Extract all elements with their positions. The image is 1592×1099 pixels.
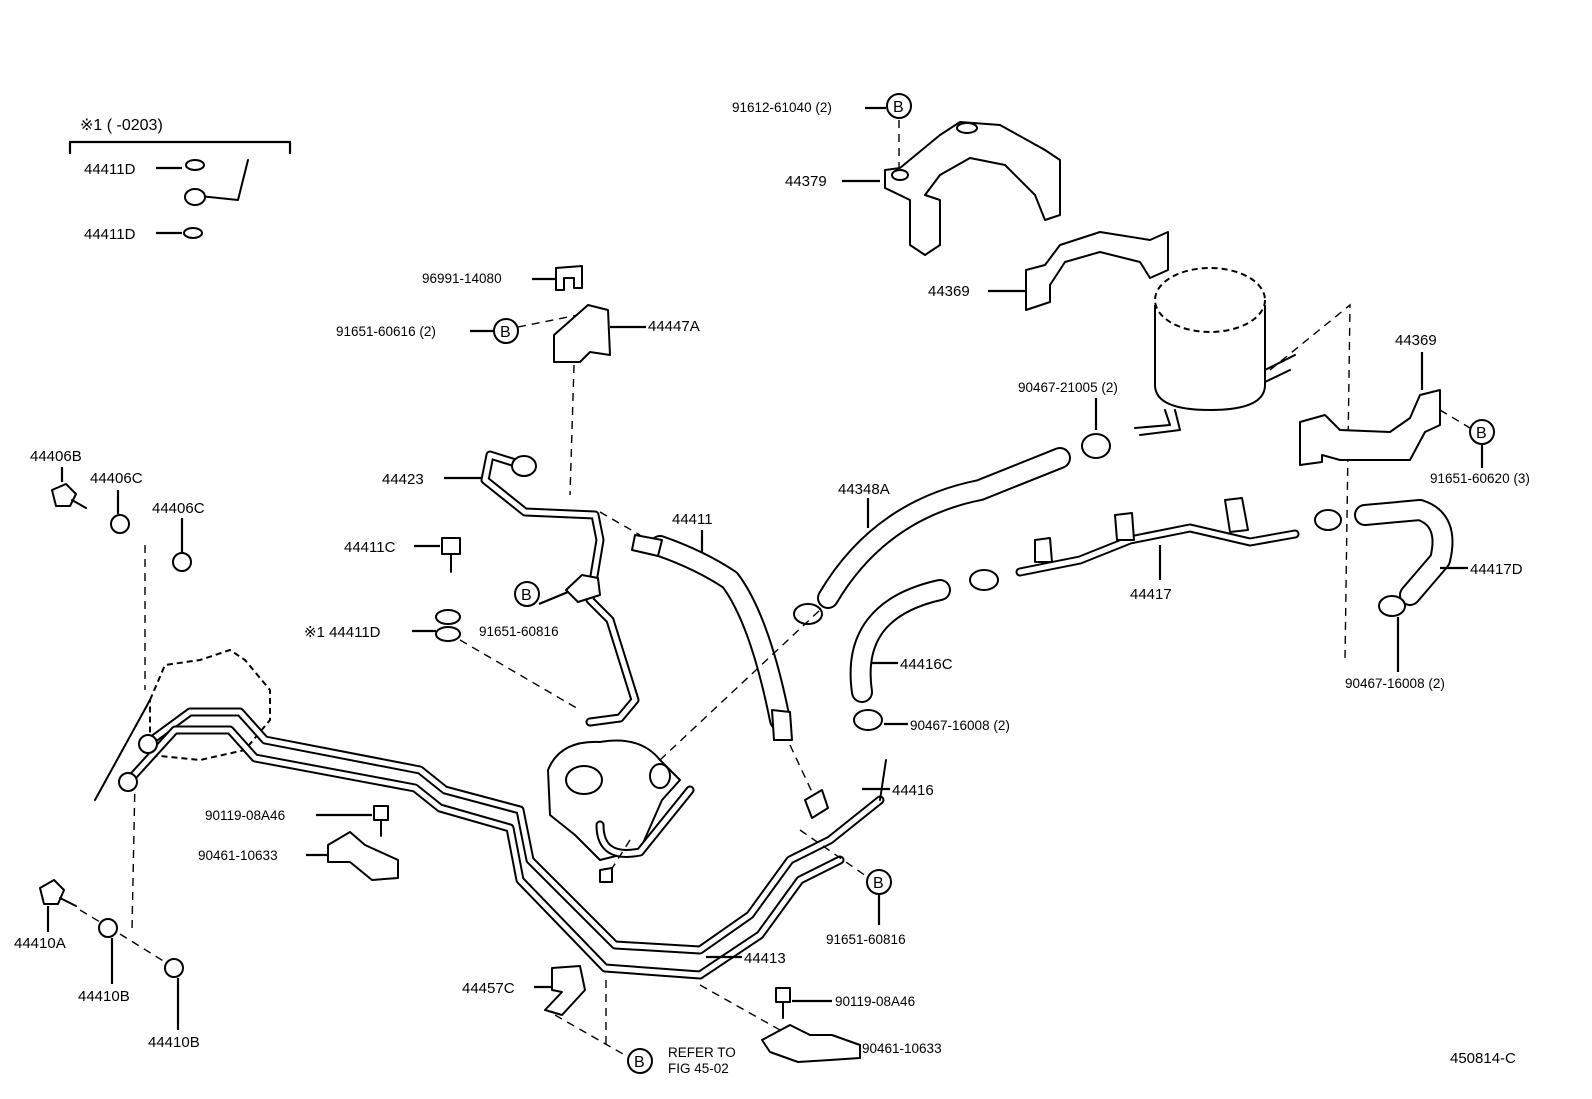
refer-line-1: REFER TO bbox=[668, 1045, 736, 1060]
label-91612-61040: 91612-61040 (2) bbox=[732, 100, 832, 115]
bolt-b-text-5: B bbox=[873, 875, 884, 892]
label-44416: 44416 bbox=[892, 782, 934, 799]
clamp-44369-top bbox=[1025, 231, 1169, 311]
refer-line-2: FIG 45-02 bbox=[668, 1061, 729, 1076]
label-44379: 44379 bbox=[785, 173, 827, 190]
hose-group: 90467-21005 (2) 44348A 44416C 90467-1600… bbox=[793, 332, 1530, 733]
clamp-90461-a bbox=[327, 831, 399, 881]
label-44416C: 44416C bbox=[900, 656, 953, 673]
bracket-44457C bbox=[544, 965, 586, 1016]
label-91651-60616: 91651-60616 (2) bbox=[336, 324, 436, 339]
label-44417: 44417 bbox=[1130, 586, 1172, 603]
label-90461-10633-b: 90461-10633 bbox=[862, 1041, 942, 1056]
label-44411D-mark: ※1 44411D bbox=[304, 624, 381, 641]
bolt-b-text-3: B bbox=[1476, 425, 1487, 442]
label-44406C-b: 44406C bbox=[152, 500, 205, 517]
pressure-line-group: 44423 44411 44411C ※1 44411D B 91651-608… bbox=[304, 450, 813, 793]
note-part-1: 44411D bbox=[84, 161, 136, 178]
bracket-44379 bbox=[884, 121, 1061, 256]
label-90467-21005: 90467-21005 (2) bbox=[1018, 380, 1118, 395]
label-44369-right: 44369 bbox=[1395, 332, 1437, 349]
label-44410B-b: 44410B bbox=[148, 1034, 200, 1051]
label-90467-16008-b: 90467-16008 (2) bbox=[1345, 676, 1445, 691]
label-90119-08A46-a: 90119-08A46 bbox=[205, 808, 285, 823]
clamp-44369-right bbox=[1299, 389, 1441, 466]
reservoir-body bbox=[1154, 305, 1266, 411]
diagram-id: 450814-C bbox=[1450, 1050, 1516, 1067]
label-44411: 44411 bbox=[672, 511, 713, 528]
label-44447A: 44447A bbox=[648, 318, 700, 335]
clip-96991 bbox=[555, 265, 583, 291]
label-91651-60816-a: 91651-60816 bbox=[479, 624, 559, 639]
reservoir-bracket-group: 91612-61040 (2) B 44379 44369 bbox=[732, 93, 1351, 661]
label-44423: 44423 bbox=[382, 471, 424, 488]
label-44410B-a: 44410B bbox=[78, 988, 130, 1005]
bolt-b-text-4: B bbox=[521, 587, 532, 604]
label-90461-10633-a: 90461-10633 bbox=[198, 848, 278, 863]
label-44406C-a: 44406C bbox=[90, 470, 143, 487]
bolt-b-text-2: B bbox=[500, 324, 511, 341]
bracket-44447A bbox=[553, 304, 611, 363]
bracket-44447A-group: 96991-14080 91651-60616 (2) B 44447A bbox=[336, 265, 700, 496]
label-44369-top: 44369 bbox=[928, 283, 970, 300]
note-part-2: 44411D bbox=[84, 226, 136, 243]
label-96991-14080: 96991-14080 bbox=[422, 271, 502, 286]
bolt-b-marker bbox=[886, 93, 912, 119]
label-44406B: 44406B bbox=[30, 448, 82, 465]
label-91651-60816-b: 91651-60816 bbox=[826, 932, 906, 947]
pump-group: 44416 44413 bbox=[94, 545, 934, 980]
label-91651-60620: 91651-60620 (3) bbox=[1430, 471, 1530, 486]
label-44413: 44413 bbox=[744, 950, 786, 967]
bolt-b-text-6: B bbox=[634, 1054, 645, 1071]
label-44348A: 44348A bbox=[838, 481, 890, 498]
clamp-90461-b bbox=[761, 1024, 861, 1063]
left-fittings: 44406B 44406C 44406C 44410A 44410B 44410… bbox=[14, 448, 205, 1051]
bolt-b-text: B bbox=[893, 99, 904, 116]
pipe-clamps: 90119-08A46 90461-10633 B 91651-60816 44… bbox=[198, 805, 942, 1076]
note-block: ※1 ( -0203) 44411D 44411D bbox=[68, 117, 292, 243]
label-44417D: 44417D bbox=[1470, 561, 1523, 578]
label-44411C: 44411C bbox=[344, 539, 396, 556]
note-title: ※1 ( -0203) bbox=[80, 117, 163, 134]
label-90467-16008-a: 90467-16008 (2) bbox=[910, 718, 1010, 733]
label-44410A: 44410A bbox=[14, 935, 66, 952]
label-90119-08A46-b: 90119-08A46 bbox=[835, 994, 915, 1009]
label-44457C: 44457C bbox=[462, 980, 515, 997]
power-steering-pump bbox=[547, 739, 681, 861]
